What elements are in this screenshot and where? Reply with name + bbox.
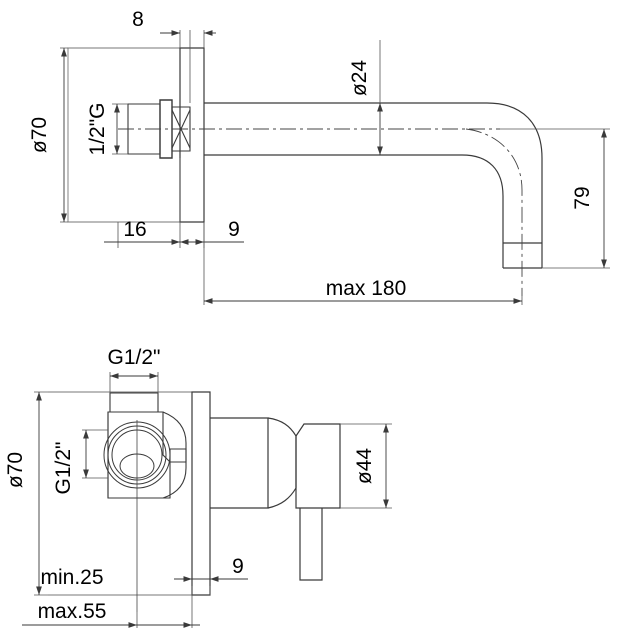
dim-label-max180: max 180 bbox=[326, 277, 407, 300]
spout-tube bbox=[204, 102, 487, 156]
valve-body-block bbox=[107, 411, 171, 499]
handle-body bbox=[295, 423, 341, 509]
dim-max180: max 180 bbox=[203, 222, 523, 305]
bottom-escutcheon-plate bbox=[191, 391, 211, 596]
dim-thread-half-g: 1/2"G bbox=[86, 103, 128, 156]
dim-9-bottom: 9 bbox=[174, 555, 248, 595]
spout-outlet-tip bbox=[503, 242, 542, 269]
dim-label-16: 16 bbox=[123, 218, 146, 241]
dim-label-g-half-side: G1/2" bbox=[52, 442, 75, 495]
valve-escutcheon-cone bbox=[162, 411, 187, 499]
top-wall-plate-outline bbox=[67, 47, 181, 223]
top-centre-line bbox=[118, 128, 523, 296]
dim-16-and-9: 16 9 bbox=[104, 158, 244, 248]
handle-lever-arm bbox=[299, 508, 323, 581]
dim-wall-depth-range: min.25 max.55 bbox=[22, 566, 200, 628]
dim-d70-top: ø70 bbox=[28, 47, 68, 223]
valve-top-inlet bbox=[109, 392, 159, 413]
dim-label-d44: ø44 bbox=[353, 448, 376, 485]
dim-label-d70-top: ø70 bbox=[28, 117, 51, 153]
dim-label-g-half-top: G1/2" bbox=[108, 346, 161, 369]
dim-label-d70-bottom: ø70 bbox=[4, 452, 27, 488]
dim-d70-bottom: ø70 bbox=[4, 391, 48, 596]
top-view-group: ø70 1/2"G 8 16 9 bbox=[28, 8, 610, 305]
dim-d24: ø24 bbox=[348, 40, 383, 155]
dim-label-min25: min.25 bbox=[40, 566, 103, 589]
dim-d44: ø44 bbox=[340, 423, 392, 509]
dim-label-max55: max.55 bbox=[38, 600, 107, 623]
top-thread-nipple bbox=[127, 99, 173, 159]
valve-body-lug bbox=[169, 448, 187, 463]
dim-label-9-bottom: 9 bbox=[232, 555, 244, 578]
spout-elbow-bend bbox=[461, 102, 543, 268]
dim-label-9-top: 9 bbox=[228, 218, 240, 241]
dim-g-half-side: G1/2" bbox=[52, 429, 108, 495]
handle-cap bbox=[267, 417, 297, 509]
dim-label-79: 79 bbox=[571, 186, 594, 209]
dim-79: 79 bbox=[500, 128, 610, 269]
dim-g-half-top: G1/2" bbox=[108, 346, 161, 393]
dim-label-d24: ø24 bbox=[348, 60, 371, 97]
dim-8: 8 bbox=[132, 8, 216, 103]
bottom-view-group: ø70 G1/2" G1/2" ø44 9 bbox=[4, 346, 392, 628]
dim-label-8: 8 bbox=[132, 8, 144, 31]
dim-label-thread-half-g: 1/2"G bbox=[86, 103, 109, 156]
cartridge-cylinder bbox=[210, 417, 269, 509]
